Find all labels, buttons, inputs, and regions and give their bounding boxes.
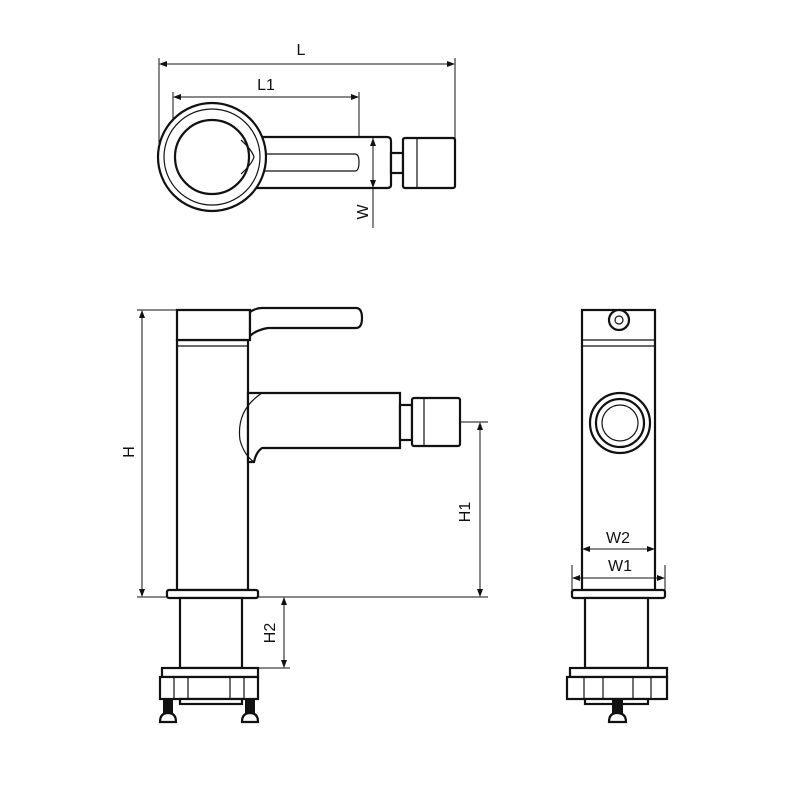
mounting-plate-side bbox=[568, 666, 669, 679]
spout-curve bbox=[238, 392, 263, 463]
base-ring bbox=[163, 108, 261, 206]
handle-arm bbox=[233, 135, 393, 190]
top-view: L L1 W bbox=[156, 42, 457, 228]
aerator-front-inner bbox=[601, 404, 639, 442]
dimension-label-H: H bbox=[121, 446, 138, 458]
spout-aerator bbox=[410, 396, 462, 448]
body-top bbox=[173, 118, 251, 196]
spout-arm bbox=[246, 391, 402, 464]
dimension-label-H1: H1 bbox=[457, 502, 474, 523]
dimension-label-H2: H2 bbox=[262, 623, 279, 644]
base-flange bbox=[165, 588, 260, 600]
dimension-label-W: W bbox=[355, 204, 372, 220]
mounting-nut-side bbox=[565, 675, 669, 701]
mounting-screw-left bbox=[158, 699, 178, 724]
handle-lever bbox=[248, 306, 364, 339]
base-flange-side bbox=[570, 588, 667, 600]
dimension-label-L: L bbox=[297, 42, 306, 59]
handle-hub bbox=[240, 139, 255, 175]
aerator-front bbox=[594, 397, 646, 449]
handle-slot bbox=[245, 153, 360, 172]
dimension-label-W1: W1 bbox=[608, 558, 632, 575]
nozzle-neck bbox=[389, 151, 405, 175]
mounting-plate bbox=[160, 666, 260, 679]
mounting-shank-side bbox=[583, 596, 650, 670]
handle-cap bbox=[175, 308, 252, 342]
mounting-screw-side bbox=[607, 699, 628, 724]
side-view: W2 W1 bbox=[565, 308, 669, 724]
dimension-label-W2: W2 bbox=[606, 530, 630, 547]
dimension-label-L1: L1 bbox=[257, 77, 275, 94]
mounting-screw-right bbox=[240, 699, 260, 724]
spout-nut bbox=[398, 403, 414, 442]
handle-hub-side bbox=[607, 308, 631, 332]
front-view: H H1 H2 bbox=[121, 306, 488, 724]
aerator-cap bbox=[401, 136, 457, 190]
faucet-body bbox=[175, 338, 250, 592]
nut-bottom bbox=[178, 697, 244, 706]
mounting-shank bbox=[178, 596, 244, 670]
mounting-nut bbox=[158, 675, 260, 701]
